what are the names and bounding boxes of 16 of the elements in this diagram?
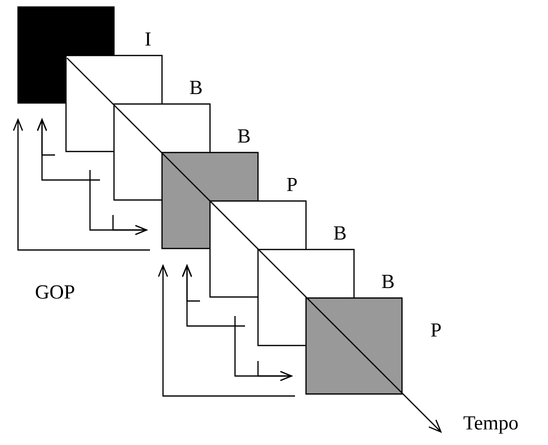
node-label: P <box>287 178 297 192</box>
arrow <box>112 215 148 236</box>
arrow <box>182 264 245 327</box>
text-label: Tempo <box>464 416 518 434</box>
arrow <box>158 264 295 397</box>
arrow <box>257 361 293 382</box>
node-label: B <box>334 226 346 240</box>
text-label: GOP <box>36 285 74 299</box>
arrow <box>12 118 150 251</box>
frame-box: P <box>305 297 441 395</box>
node-label: B <box>190 80 202 94</box>
node-label: P <box>431 323 441 337</box>
node-label: B <box>238 129 250 143</box>
node-label: B <box>382 274 394 288</box>
node-label: I <box>145 32 151 46</box>
arrow <box>36 118 100 181</box>
